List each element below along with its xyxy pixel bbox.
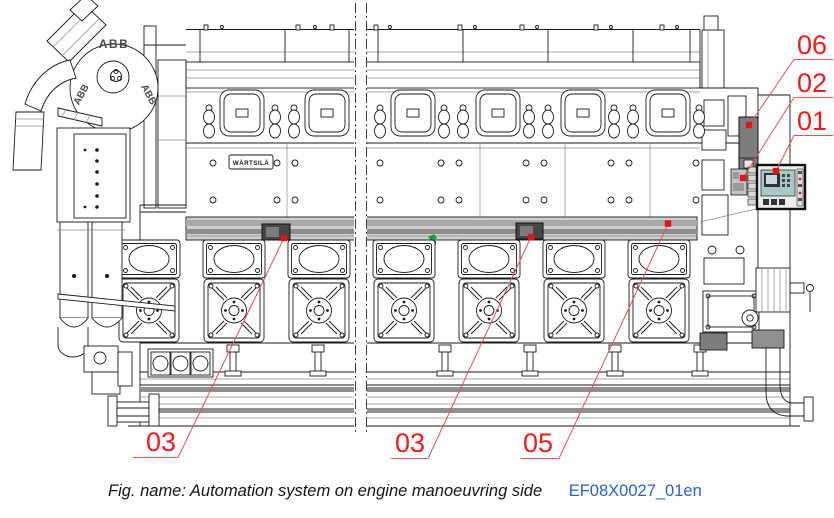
callouts: 06 02 01 03 03 bbox=[133, 30, 833, 459]
figure-doc-code: EF08X0027_01en bbox=[568, 482, 702, 500]
cylinder-head-covers bbox=[203, 89, 705, 139]
flywheel-end bbox=[699, 15, 814, 426]
engine-brand-label: WÄRTSILÄ bbox=[233, 159, 269, 167]
panel-switch bbox=[763, 199, 769, 205]
callout-06: 06 bbox=[745, 30, 833, 129]
engine-line-drawing: WÄRTSILÄ bbox=[12, 0, 833, 459]
callout-06-label: 06 bbox=[797, 30, 827, 60]
break-lines bbox=[354, 2, 367, 434]
callout-01-label: 01 bbox=[797, 106, 827, 136]
callout-05: 05 bbox=[521, 220, 672, 459]
callout-03-left-dot bbox=[280, 234, 288, 242]
panel-switch bbox=[771, 199, 777, 205]
bedplate bbox=[128, 384, 800, 427]
turbocharger: ABB ABB ABB bbox=[12, 0, 187, 328]
callout-03-left-label: 03 bbox=[146, 427, 176, 457]
exhaust-manifold-casing bbox=[185, 61, 701, 89]
callout-03-mid-label: 03 bbox=[395, 428, 425, 458]
junction-box-02 bbox=[730, 166, 758, 206]
callout-01: 01 bbox=[772, 106, 833, 175]
crankcase-covers-row1 bbox=[117, 239, 691, 279]
callout-03-left: 03 bbox=[133, 234, 288, 458]
callout-03-mid-dot bbox=[527, 233, 535, 241]
figure-caption: Fig. name: Automation system on engine m… bbox=[108, 482, 702, 501]
callout-02-label: 02 bbox=[797, 68, 827, 98]
figure-caption-text: Fig. name: Automation system on engine m… bbox=[108, 482, 543, 500]
callout-02-dot bbox=[739, 174, 747, 182]
panel-switch bbox=[779, 199, 785, 205]
engine-brand-plate: WÄRTSILÄ bbox=[228, 154, 274, 170]
callout-06-dot bbox=[745, 121, 753, 129]
callout-02: 02 bbox=[739, 68, 833, 182]
local-control-panel-01 bbox=[755, 163, 807, 211]
callout-05-dot bbox=[664, 220, 672, 227]
callout-05-label: 05 bbox=[523, 428, 553, 458]
callout-03-mid: 03 bbox=[391, 233, 535, 459]
exhaust-elbow bbox=[24, 59, 77, 112]
engine-driven-pump bbox=[57, 327, 160, 427]
crankcase-covers-row2 bbox=[118, 278, 690, 343]
turbo-brand-label-top: ABB bbox=[99, 37, 130, 51]
cooling-water-pipes bbox=[57, 221, 176, 328]
charge-air-cooler bbox=[56, 127, 131, 223]
cable-rail bbox=[185, 216, 698, 241]
air-inlet-duct bbox=[46, 3, 107, 63]
callout-01-dot bbox=[772, 167, 780, 175]
